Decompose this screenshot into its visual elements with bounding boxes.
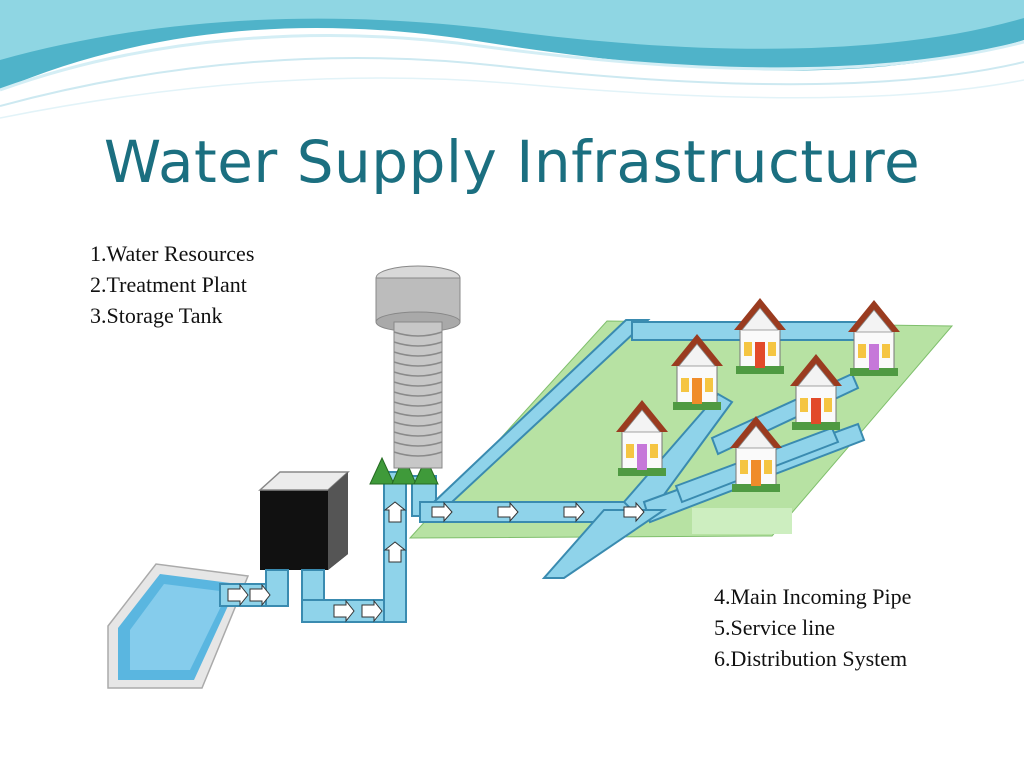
house [733, 297, 787, 375]
green-ground-lower [692, 508, 792, 534]
legend-item-main-incoming-pipe: 4.Main Incoming Pipe [714, 584, 912, 609]
house [615, 399, 669, 477]
legend-item-treatment-plant: 2.Treatment Plant [90, 272, 247, 297]
header-wave-decoration [0, 0, 1024, 119]
storage-tank [375, 265, 461, 469]
water-supply-diagram [107, 265, 954, 689]
house [670, 333, 724, 411]
trees [369, 454, 439, 485]
slide-title: Water Supply Infrastructure [103, 128, 921, 196]
legend-item-storage-tank: 3.Storage Tank [90, 303, 223, 328]
legend-item-water-resources: 1.Water Resources [90, 241, 255, 266]
legend-item-distribution-system: 6.Distribution System [714, 646, 908, 671]
legend-bottom-right: 4.Main Incoming Pipe 5.Service line 6.Di… [714, 581, 911, 674]
flow-arrows [227, 501, 645, 623]
water-resource-pool [107, 563, 250, 689]
house [789, 353, 843, 431]
treatment-plant [258, 471, 350, 570]
legend-item-service-line: 5.Service line [714, 615, 835, 640]
house [729, 415, 783, 493]
legend-top-left: 1.Water Resources 2.Treatment Plant 3.St… [90, 238, 254, 331]
house [847, 299, 901, 377]
